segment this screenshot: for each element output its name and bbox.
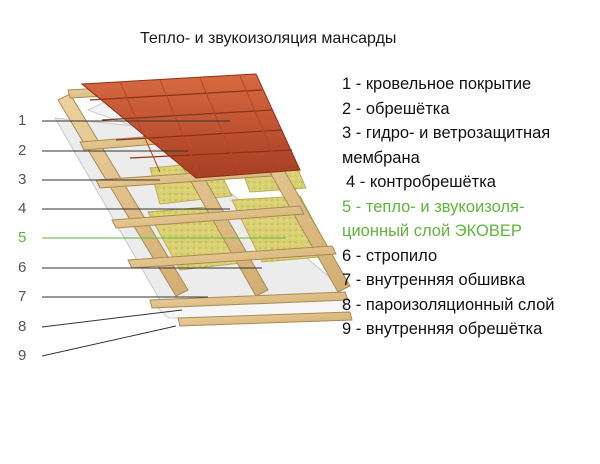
legend-item-accent: 5 - тепло- и звукоизоля- bbox=[342, 197, 525, 216]
callout-number: 7 bbox=[18, 288, 27, 305]
callout-number: 4 bbox=[18, 200, 27, 217]
callout-number: 8 bbox=[18, 318, 27, 335]
callout-number-accent: 5 bbox=[18, 229, 27, 246]
callout-number: 2 bbox=[18, 142, 27, 159]
callout-number: 3 bbox=[18, 171, 27, 188]
legend-item: 8 - пароизоляционный слой bbox=[342, 295, 555, 314]
legend-item: 2 - обрешётка bbox=[342, 99, 450, 118]
legend: 1 - кровельное покрытие 2 - обрешётка 3 … bbox=[342, 72, 597, 342]
legend-item: 4 - контробрешётка bbox=[346, 173, 496, 191]
legend-item: 1 - кровельное покрытие bbox=[342, 75, 532, 93]
legend-item: 6 - стропило bbox=[342, 246, 438, 265]
callout-number: 9 bbox=[18, 347, 27, 364]
leader-line-8 bbox=[41, 309, 183, 328]
legend-item: 7 - внутренняя обшивка bbox=[342, 271, 526, 289]
callout-number: 6 bbox=[18, 259, 27, 276]
legend-item: мембрана bbox=[342, 148, 420, 167]
callout-number: 1 bbox=[18, 112, 27, 129]
roof-tiles-layer bbox=[80, 73, 301, 179]
legend-item: 3 - гидро- и ветрозащитная bbox=[342, 124, 551, 142]
leader-lines bbox=[41, 120, 286, 357]
legend-item-accent: ционный слой ЭКОВЕР bbox=[342, 222, 522, 240]
leader-line-9 bbox=[41, 325, 177, 357]
legend-item: 9 - внутренняя обрешётка bbox=[342, 320, 543, 338]
diagram-title: Тепло- и звукоизоляция мансарды bbox=[140, 30, 397, 47]
